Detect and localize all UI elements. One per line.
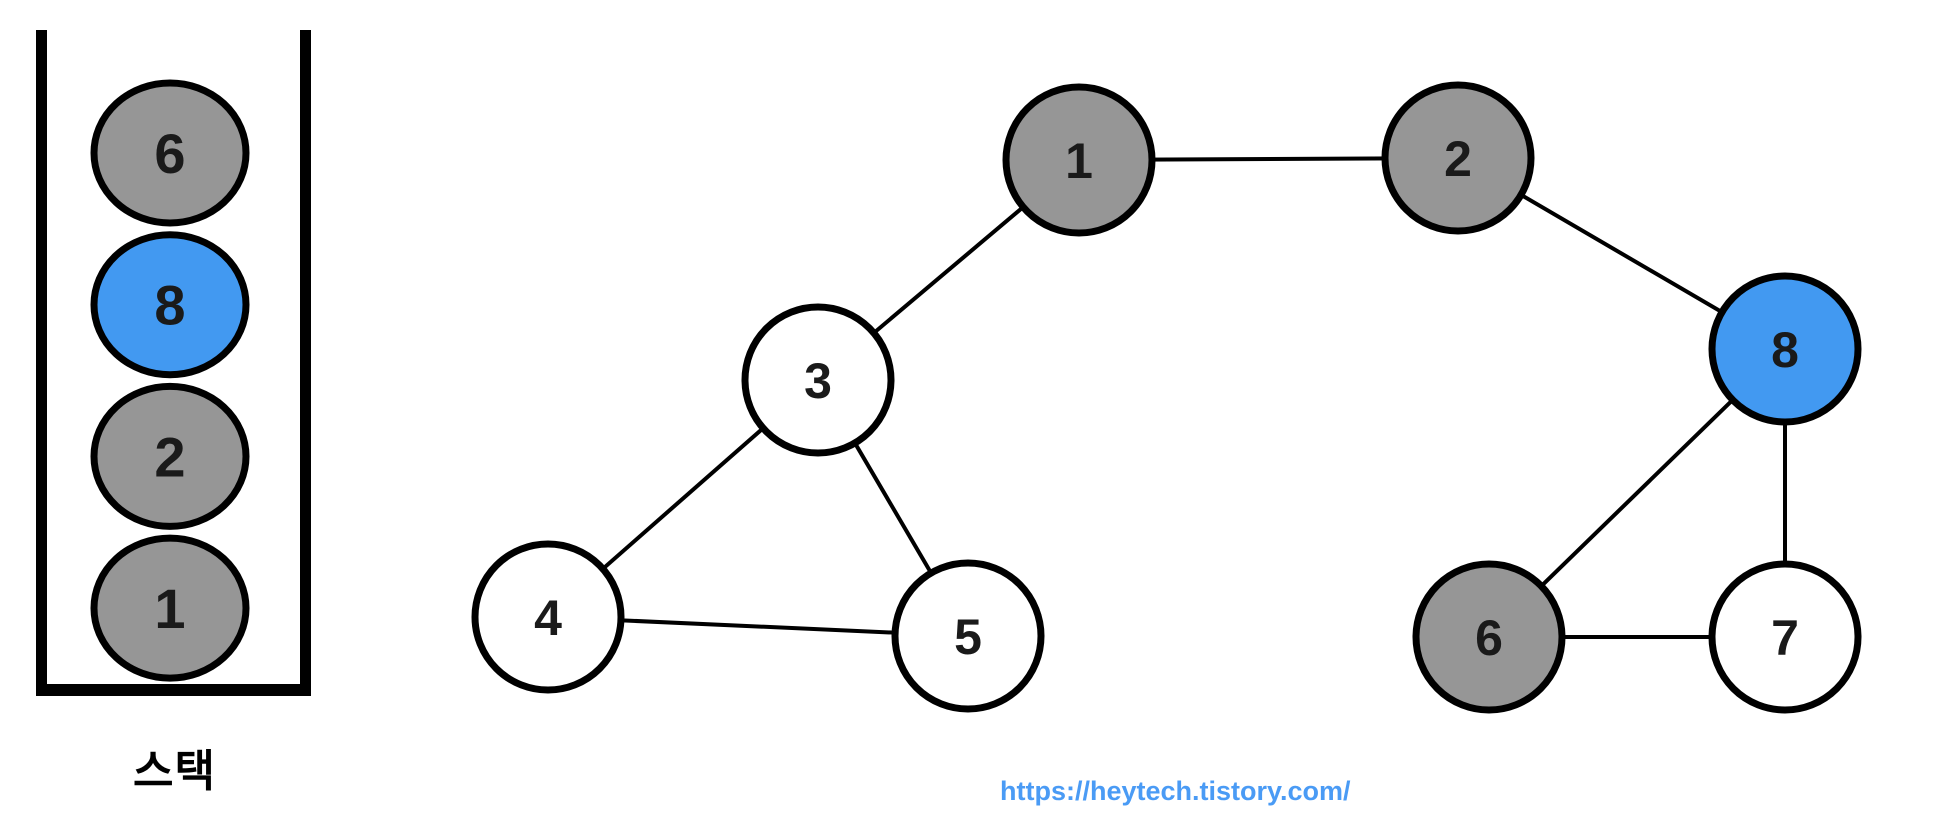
footer-url-link: https://heytech.tistory.com/ bbox=[1000, 776, 1351, 806]
graph-node-3 bbox=[741, 303, 895, 457]
stack-label: 스택 bbox=[133, 747, 216, 796]
stack-item-6 bbox=[90, 79, 250, 227]
graph-node-6 bbox=[1412, 560, 1566, 714]
stack-container bbox=[36, 30, 311, 696]
graph-node-label: 1 bbox=[1065, 133, 1093, 189]
graph-node-5 bbox=[891, 559, 1045, 713]
stack-item-value: 1 bbox=[154, 577, 185, 640]
graph-node-label: 7 bbox=[1771, 610, 1799, 666]
graph-nodes: 1 2 3 4 5 6 7 8 bbox=[471, 81, 1862, 714]
graph-node-label: 5 bbox=[954, 609, 982, 665]
graph-node-label: 2 bbox=[1444, 131, 1472, 187]
graph-node-1 bbox=[1002, 83, 1156, 237]
stack-left-wall bbox=[36, 30, 47, 696]
graph-node-label: 6 bbox=[1475, 610, 1503, 666]
stack-item-1 bbox=[90, 534, 250, 682]
graph-node-7 bbox=[1708, 560, 1862, 714]
stack-item-2 bbox=[90, 382, 250, 530]
stack-bottom-wall bbox=[36, 684, 311, 696]
stack-item-value: 2 bbox=[154, 425, 185, 488]
graph-node-label: 8 bbox=[1771, 322, 1799, 378]
stack-item-8 bbox=[90, 231, 250, 379]
graph-node-4 bbox=[471, 540, 625, 694]
graph-edges bbox=[546, 156, 1787, 639]
stack-item-value: 6 bbox=[154, 122, 185, 185]
graph-node-8 bbox=[1708, 272, 1862, 426]
stack-items: 6 8 2 1 bbox=[90, 79, 250, 682]
stack-right-wall bbox=[300, 30, 311, 696]
graph-node-label: 4 bbox=[534, 590, 562, 646]
graph-node-label: 3 bbox=[804, 353, 832, 409]
graph-node-2 bbox=[1381, 81, 1535, 235]
stack-item-value: 8 bbox=[154, 274, 185, 337]
